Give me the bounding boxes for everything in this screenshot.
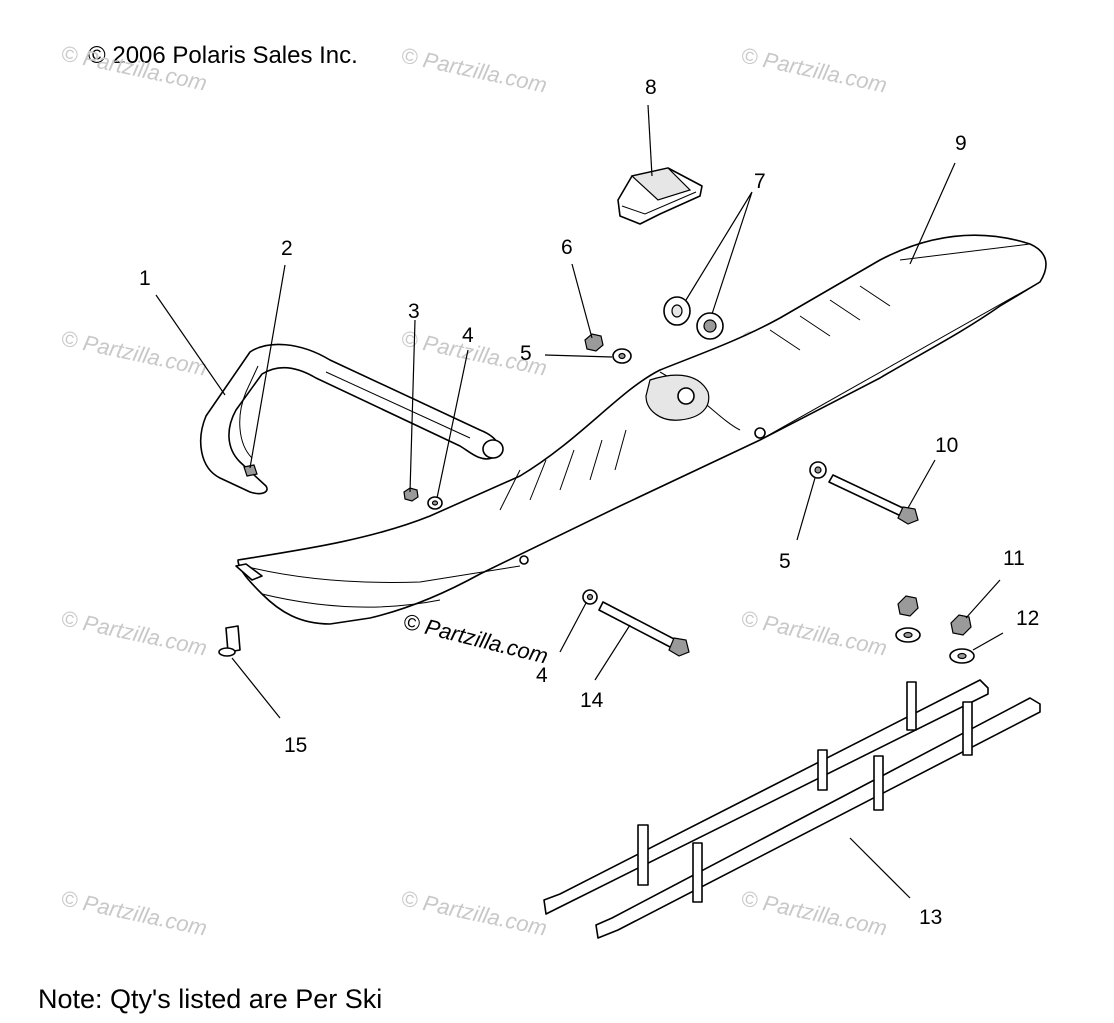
callout-labels: 1 2 3 4 5 6 7 8 9 10 5 11 12 14 4 13 15 (139, 76, 1039, 929)
part-6-nut (584, 333, 604, 352)
callout-12: 12 (1016, 607, 1039, 630)
leader-lines (155, 104, 1004, 899)
watermark: © Partzilla.com (739, 885, 889, 940)
watermark-center: © Partzilla.com (401, 609, 551, 669)
callout-14: 14 (580, 689, 604, 712)
callout-6: 6 (561, 236, 573, 259)
callout-5-lower: 5 (779, 550, 791, 573)
watermark: © Partzilla.com (59, 885, 209, 940)
callout-15: 15 (284, 734, 307, 757)
part-4-washer (427, 496, 443, 510)
callout-4: 4 (462, 324, 474, 347)
watermark: © Partzilla.com (399, 42, 549, 97)
callout-9: 9 (955, 132, 967, 155)
qty-note: Note: Qty's listed are Per Ski (38, 984, 383, 1014)
watermark: © Partzilla.com (739, 605, 889, 660)
part-12-washers (895, 627, 975, 664)
part-15-rivet (218, 625, 241, 657)
callout-2: 2 (281, 237, 293, 260)
callout-10: 10 (935, 434, 958, 457)
part-3-nut (403, 487, 419, 502)
watermark: © Partzilla.com (739, 42, 889, 97)
watermark: © Partzilla.com (59, 325, 209, 380)
callout-7: 7 (754, 170, 766, 193)
part-11-nuts (897, 595, 972, 636)
part-9-ski-body (235, 234, 1047, 625)
part-1-handle (199, 343, 504, 495)
part-14-bolt (598, 601, 690, 657)
callout-11: 11 (1003, 547, 1025, 570)
part-5-washer-top (612, 348, 632, 364)
part-10-bolt (828, 474, 919, 525)
watermark: © Partzilla.com (399, 885, 549, 940)
part-13-runners (543, 679, 1041, 939)
part-8-pad (617, 167, 703, 225)
callout-8: 8 (645, 76, 657, 99)
callout-1: 1 (139, 267, 151, 290)
callout-4-lower: 4 (536, 664, 548, 687)
part-7-bushings (663, 296, 724, 340)
watermark: © Partzilla.com (59, 40, 209, 95)
callout-3: 3 (408, 300, 420, 323)
callout-13: 13 (919, 906, 942, 929)
part-5-washer-side (809, 461, 827, 479)
callout-5: 5 (520, 342, 532, 365)
copyright-text: © 2006 Polaris Sales Inc. (88, 42, 358, 69)
watermark: © Partzilla.com (59, 605, 209, 660)
part-4-washer-lower (582, 589, 598, 605)
